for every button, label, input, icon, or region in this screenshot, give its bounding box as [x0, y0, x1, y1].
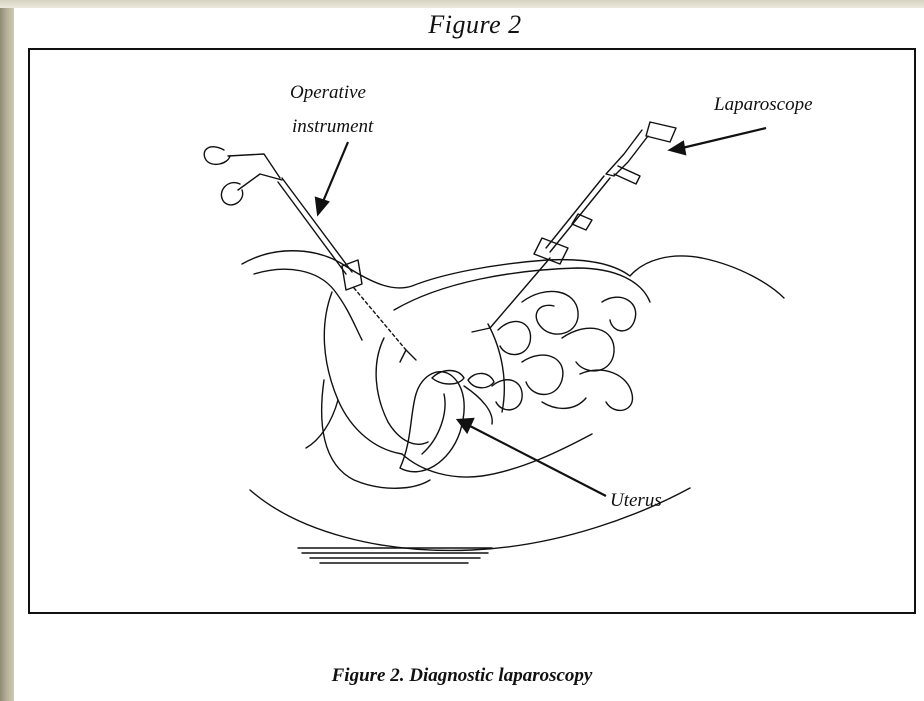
- uterus-label: Uterus: [610, 490, 662, 511]
- instrument-trocar: [342, 260, 362, 290]
- bowel-loop-6: [492, 380, 522, 410]
- bowel-mesentery: [488, 324, 504, 412]
- bowel-loop-2: [562, 328, 614, 371]
- laparoscope-label: Laparoscope: [713, 94, 813, 115]
- laparoscope-shaft-edge: [546, 176, 604, 248]
- uterus-cavity: [422, 394, 445, 454]
- laparoscope-light-cone: [472, 328, 490, 332]
- operative-instrument-arrow: [322, 142, 348, 204]
- uterus-shape: [400, 372, 464, 472]
- instrument-shaft-edge: [278, 182, 346, 274]
- instrument-shaft: [282, 178, 352, 272]
- laparoscope-light-port: [614, 166, 640, 184]
- instrument-ring-handle-2: [221, 183, 242, 205]
- laparoscope-arrow: [682, 128, 766, 148]
- uterus-arrow: [470, 426, 606, 496]
- abdominal-wall-inner: [254, 269, 362, 340]
- bowel-folds: [542, 398, 586, 408]
- instrument-ring-handle-1: [204, 147, 230, 165]
- bowel-loop-5: [498, 321, 531, 354]
- abdominal-wall-outline: [242, 251, 784, 298]
- instrument-tip: [400, 350, 416, 362]
- laparoscope-eyepiece: [646, 122, 676, 142]
- bowel-loop-4: [580, 370, 632, 410]
- bowel-loop-7: [602, 297, 636, 331]
- instrument-handle-bar: [228, 154, 280, 178]
- diagram-frame: Operative instrument Laparoscope Uterus: [28, 48, 916, 614]
- instrument-shaft-inside: [354, 288, 406, 350]
- laparoscope-arrowhead: [670, 142, 685, 154]
- operative-instrument-arrowhead: [316, 198, 328, 214]
- pelvic-cavity-outline: [324, 292, 402, 454]
- laparoscope-body: [606, 130, 648, 176]
- operative-instrument-label-line1: Operative: [290, 82, 366, 103]
- slide-left-edge: [0, 0, 14, 701]
- ovary-right: [468, 373, 494, 387]
- bowel-loop-3: [522, 355, 563, 394]
- bladder-outline: [376, 338, 428, 444]
- bowel-loop-1: [522, 291, 578, 334]
- figure-caption: Figure 2. Diagnostic laparoscopy: [0, 665, 924, 687]
- laparoscopy-diagram: Operative instrument Laparoscope Uterus: [30, 50, 914, 612]
- slide-top-edge: [0, 0, 924, 8]
- operative-instrument-label-line2: instrument: [292, 116, 374, 137]
- instrument-handle-lower: [238, 174, 282, 190]
- figure-title: Figure 2: [0, 10, 924, 40]
- peritoneum-line: [394, 268, 650, 310]
